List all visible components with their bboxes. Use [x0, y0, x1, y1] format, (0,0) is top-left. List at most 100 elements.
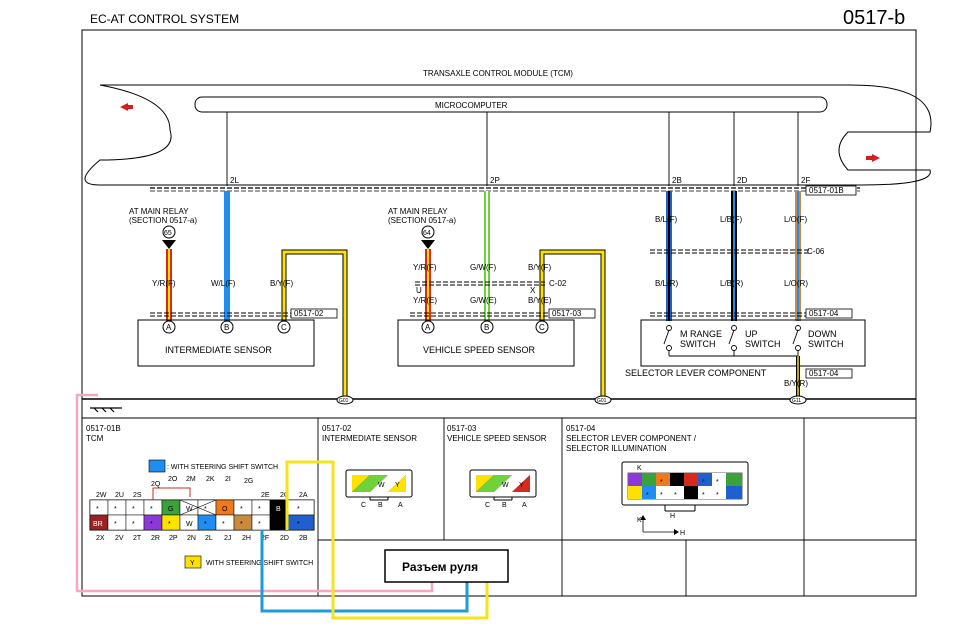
tcm-r3-label-2p: 2P	[169, 535, 178, 542]
c02-label: C-02	[549, 279, 567, 288]
wire-label-lof: L/O(F)	[784, 215, 807, 224]
tcm-r1-label-2w: 2W	[96, 492, 107, 499]
wire-wl-f	[224, 191, 230, 321]
tcm-connector-label: 0517-01B	[809, 186, 844, 195]
ground-symbol	[90, 407, 122, 413]
tcm-r1-label-2a: 2A	[299, 492, 308, 499]
wire-label-bye: B/Y(E)	[528, 296, 552, 305]
axis-arrow-right-icon	[674, 529, 679, 535]
tcm-cell-r1-5: W	[186, 506, 193, 513]
ground-g11	[789, 395, 807, 405]
panel-3-code: 0517-03	[447, 424, 477, 433]
tcm-r1-label-2s: 2S	[133, 492, 142, 499]
pin-2l: 2L	[230, 176, 239, 185]
tcm-r3-label-2h: 2H	[242, 535, 251, 542]
ground-g01-1-label: G01	[339, 398, 349, 404]
tcm-r3-label-2j: 2J	[224, 535, 231, 542]
tcm-cell-r2-2: *	[132, 521, 135, 528]
pin-2p: 2P	[490, 176, 500, 185]
legend-blue-swatch	[148, 459, 166, 473]
wire-label-gwf: G/W(F)	[470, 263, 497, 272]
wire-lb-stripe	[733, 191, 735, 321]
selector-lever-label: SELECTOR LEVER COMPONENT	[625, 368, 767, 378]
header-title: EC-AT CONTROL SYSTEM	[90, 12, 239, 26]
arrow-left-icon	[120, 103, 128, 111]
sensor-2-code-box	[548, 308, 596, 319]
tcm-cell-r1-0: *	[96, 506, 99, 513]
pin-2f: 2F	[801, 176, 810, 185]
wire-label-byf-2: B/Y(F)	[528, 263, 551, 272]
selector-axis-h: H	[680, 530, 685, 537]
tcm-cell-r1-4: G	[168, 506, 173, 513]
panel-4-code: 0517-04	[566, 424, 596, 433]
switches-code-box	[805, 308, 853, 319]
selector-axis	[642, 518, 676, 533]
legend-blue-text: : WITH STEERING SHIFT SWITCH	[167, 464, 278, 471]
selector-cell-7: *	[716, 492, 719, 499]
tcm-r1-label-2q: 2Q	[151, 481, 161, 488]
panel-tcm-code: 0517-01B	[86, 424, 121, 433]
tcm-cell-r2-4: W	[186, 521, 193, 528]
tcm-cell-r1-6: *	[204, 506, 207, 513]
arrow-left-tail	[127, 105, 133, 109]
tcm-top-label-2o: 2O	[168, 476, 178, 483]
wire-label-lbr: L/B(R)	[720, 279, 743, 288]
sensor-1-pin-a-label: A	[166, 323, 172, 332]
tcm-top-label-2g: 2G	[244, 478, 253, 485]
tcm-cell-r2-8: *	[276, 521, 279, 528]
sensor-1-pin-a	[162, 320, 176, 334]
tcm-cell-r2-9: *	[297, 521, 300, 528]
tcm-r3-label-2d: 2D	[280, 535, 289, 542]
wire-label-lor: L/O(R)	[784, 279, 808, 288]
wire-label-blr: B/L(R)	[655, 279, 678, 288]
sensor-2-pin-a	[421, 320, 435, 334]
selector-cell-1: *	[702, 479, 705, 486]
wire-lo-stripe	[797, 191, 799, 321]
sensor-2-pin-b-label: B	[484, 323, 489, 332]
panel-grid	[317, 418, 916, 596]
selector-cell-2: *	[716, 479, 719, 486]
panel-tcm-name: TCM	[86, 434, 104, 443]
yellow-wire	[285, 460, 489, 620]
tcm-top-label-2m: 2M	[186, 476, 196, 483]
wire-by-f-1-stripe	[282, 250, 347, 396]
up-switch-l1: UP	[745, 329, 758, 339]
down-switch-l2: SWITCH	[808, 339, 844, 349]
wire-label-blf: B/L(F)	[655, 215, 678, 224]
relay-2-node	[421, 225, 435, 239]
wire-label-lbf: L/B(F)	[720, 215, 743, 224]
legend-yellow-text: WITH STEERING SHIFT SWITCH	[206, 560, 313, 567]
tcm-r3-label-2r: 2R	[151, 535, 160, 542]
m-range-switch-l2: SWITCH	[680, 339, 716, 349]
int-sensor-pin-a: A	[398, 502, 403, 509]
microcomputer-label: MICROCOMPUTER	[435, 101, 508, 110]
wire-yr-f-1-stripe	[168, 249, 170, 321]
tcm-cell-r2-6: *	[240, 521, 243, 528]
sensor-1-pin-c	[277, 320, 291, 334]
tcm-cell-r2-7: *	[258, 521, 261, 528]
ground-g01-2	[594, 395, 612, 405]
up-switch-l2: SWITCH	[745, 339, 781, 349]
tcm-cell-r2-3: *	[150, 521, 153, 528]
sensor-2-pin-b	[480, 320, 494, 334]
sensor-1-code-box	[290, 308, 338, 319]
sensor-1-pin-b-label: B	[224, 323, 229, 332]
wire-gw-stripe	[486, 191, 488, 321]
spd-sensor-letter-y: Y	[519, 482, 524, 489]
int-sensor-pin-b: B	[378, 502, 383, 509]
switches-code: 0517-04	[809, 309, 839, 318]
c06-label: C-06	[807, 247, 825, 256]
tcm-cell-r2-1: *	[114, 521, 117, 528]
selector-axis-k: K	[637, 517, 642, 524]
tcm-r3-label-2t: 2T	[133, 535, 142, 542]
selector-connector	[621, 461, 749, 512]
wire-label-yre: Y/R(E)	[413, 296, 437, 305]
tcm-r1-label-2u: 2U	[115, 492, 124, 499]
pink-wire	[75, 393, 434, 593]
vehicle-speed-sensor-label: VEHICLE SPEED SENSOR	[423, 345, 536, 355]
speed-sensor-connector	[469, 469, 537, 501]
relay-1-line1: AT MAIN RELAY	[129, 207, 189, 216]
legend-yellow-swatch	[184, 555, 202, 569]
wire-label-u: U	[416, 286, 422, 295]
